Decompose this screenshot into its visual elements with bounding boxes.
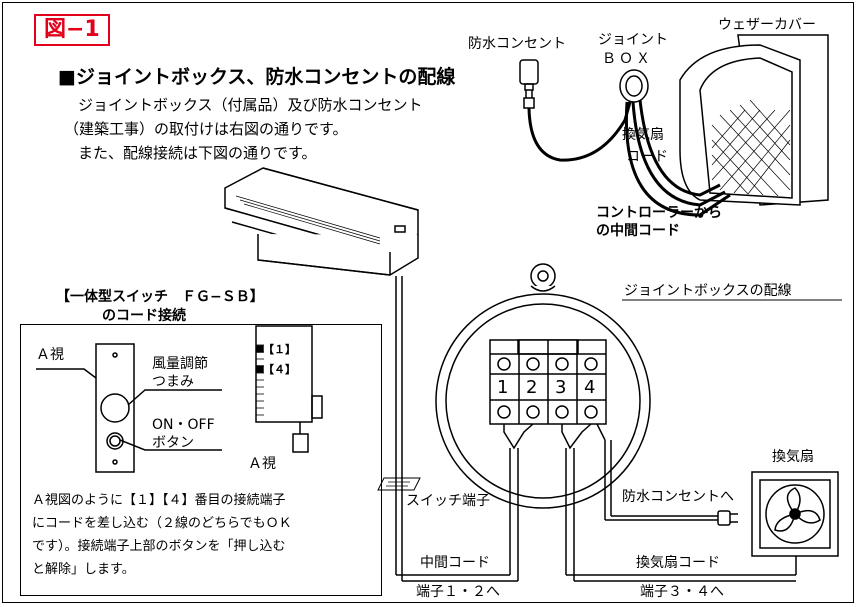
controller-unit-illustration — [224, 167, 419, 276]
label-controller-cord-2: の中間コード — [596, 223, 680, 239]
terminal-number-2: 2 — [526, 377, 538, 398]
label-view-a-bottom: Ａ視 — [248, 456, 276, 472]
terminal-number-3: 3 — [555, 377, 567, 398]
waterproof-outlet-small — [519, 59, 539, 109]
label-terminal-4: 【４】 — [263, 363, 296, 376]
label-fan-cord-2: コード — [626, 149, 668, 165]
label-fan-cord-1: 換気扇 — [622, 127, 664, 143]
switch-side-view — [255, 325, 323, 453]
switch-section-title-2: のコード接続 — [102, 308, 186, 324]
label-to-terminals-12: 端子１・２へ — [416, 584, 500, 600]
switch-note-line-4: と解除」します。 — [32, 562, 135, 577]
label-weather-cover: ウェザーカバー — [718, 17, 816, 33]
joint-box-diagram — [435, 263, 651, 509]
joint-box-section-title: ジョイントボックスの配線 — [624, 283, 792, 299]
switch-note-line-2: にコードを差し込む（２線のどちらでもＯＫ — [32, 516, 292, 531]
label-to-terminals-34: 端子３・４へ — [640, 584, 724, 600]
label-onoff-1: ON・OFF — [152, 417, 215, 433]
weather-cover-illustration — [679, 34, 829, 206]
switch-connection-box — [20, 324, 382, 596]
label-intermediate-cord: 中間コード — [420, 555, 490, 571]
label-fan-cord: 換気扇コード — [636, 555, 720, 571]
switch-note-line-3: です）。接続端子上部のボタンを「押し込む — [32, 539, 286, 554]
label-joint-box-1: ジョイント — [598, 32, 668, 48]
label-onoff-2: ボタン — [152, 435, 194, 451]
label-joint-box-2: ＢＯＸ — [602, 51, 653, 67]
figure-label: 図−1 — [34, 14, 110, 46]
switch-section-title-1: 【一体型スイッチ ＦＧ−ＳＢ】 — [56, 289, 264, 305]
switch-note-line-1: Ａ視図のように【１】【４】番目の接続端子 — [32, 493, 286, 508]
joint-box-small — [619, 69, 649, 103]
intro-line-2: （建築工事）の取付けは右図の通りです。 — [64, 120, 348, 138]
intro-line-1: ジョイントボックス（付属品）及び防水コンセント — [78, 96, 423, 114]
terminal-number-1: 1 — [497, 377, 509, 398]
label-air-volume-1: 風量調節 — [152, 356, 208, 372]
label-controller-cord-1: コントローラーから — [596, 205, 722, 221]
label-fan: 換気扇 — [772, 449, 814, 465]
label-waterproof-outlet: 防水コンセント — [468, 36, 566, 52]
label-terminal-1: 【１】 — [263, 343, 296, 356]
intro-line-3: また、配線接続は下図の通りです。 — [78, 144, 317, 162]
label-air-volume-2: つまみ — [152, 374, 194, 390]
label-switch-terminal: スイッチ端子 — [406, 493, 490, 509]
section-heading: ■ジョイントボックス、防水コンセントの配線 — [58, 66, 456, 88]
fan-illustration — [751, 471, 839, 557]
switch-face-view — [36, 343, 222, 473]
label-to-outlet: 防水コンセントへ — [622, 489, 734, 505]
terminal-number-4: 4 — [584, 377, 596, 398]
label-view-a: Ａ視 — [36, 347, 64, 363]
